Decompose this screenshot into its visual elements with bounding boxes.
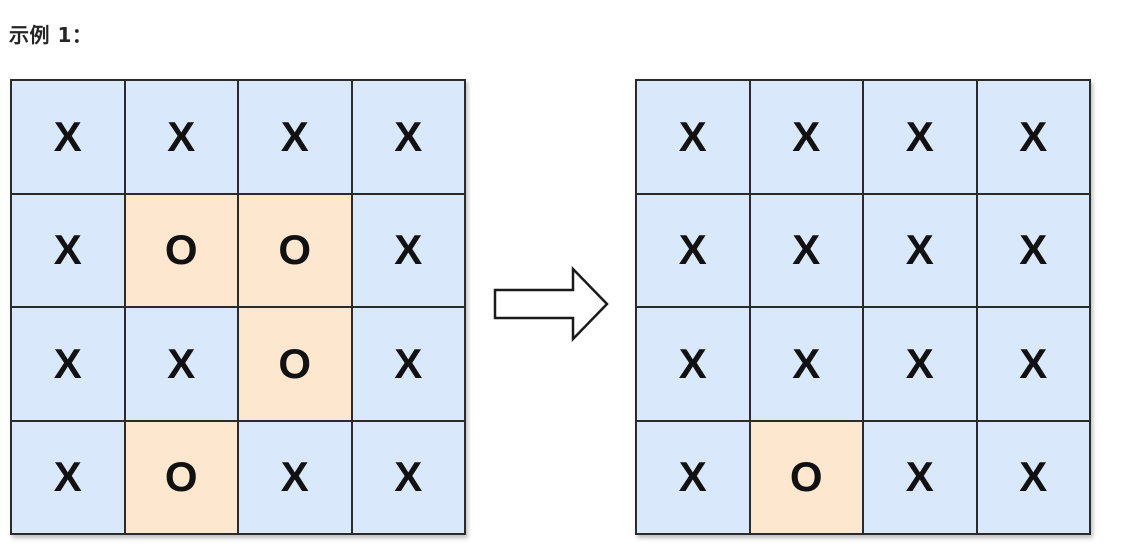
output-cell-3-1: O (750, 421, 864, 535)
input-cell-1-1: O (125, 194, 239, 308)
output-cell-0-2: X (864, 81, 978, 195)
right-arrow-icon (493, 266, 609, 342)
input-cell-2-2: O (239, 308, 353, 422)
output-cell-2-1: X (750, 308, 864, 422)
example-heading: 示例 1： (9, 23, 93, 47)
output-cell-1-1: X (750, 194, 864, 308)
output-cell-1-0: X (637, 194, 751, 308)
input-cell-0-0: X (12, 81, 126, 195)
input-cell-3-2: X (239, 421, 353, 535)
output-cell-3-0: X (637, 421, 751, 535)
input-cell-3-3: X (352, 421, 466, 535)
input-cell-1-2: O (239, 194, 353, 308)
output-cell-1-2: X (864, 194, 978, 308)
input-cell-3-1: O (125, 421, 239, 535)
input-cell-1-3: X (352, 194, 466, 308)
output-cell-2-3: X (977, 308, 1091, 422)
output-cell-2-0: X (637, 308, 751, 422)
input-cell-0-3: X (352, 81, 466, 195)
input-cell-2-1: X (125, 308, 239, 422)
input-cell-0-1: X (125, 81, 239, 195)
output-cell-0-1: X (750, 81, 864, 195)
output-cell-0-3: X (977, 81, 1091, 195)
input-cell-1-0: X (12, 194, 126, 308)
output-cell-3-3: X (977, 421, 1091, 535)
output-cell-3-2: X (864, 421, 978, 535)
input-cell-2-0: X (12, 308, 126, 422)
output-cell-0-0: X (637, 81, 751, 195)
input-cell-2-3: X (352, 308, 466, 422)
input-cell-0-2: X (239, 81, 353, 195)
output-cell-2-2: X (864, 308, 978, 422)
output-cell-1-3: X (977, 194, 1091, 308)
input-cell-3-0: X (12, 421, 126, 535)
